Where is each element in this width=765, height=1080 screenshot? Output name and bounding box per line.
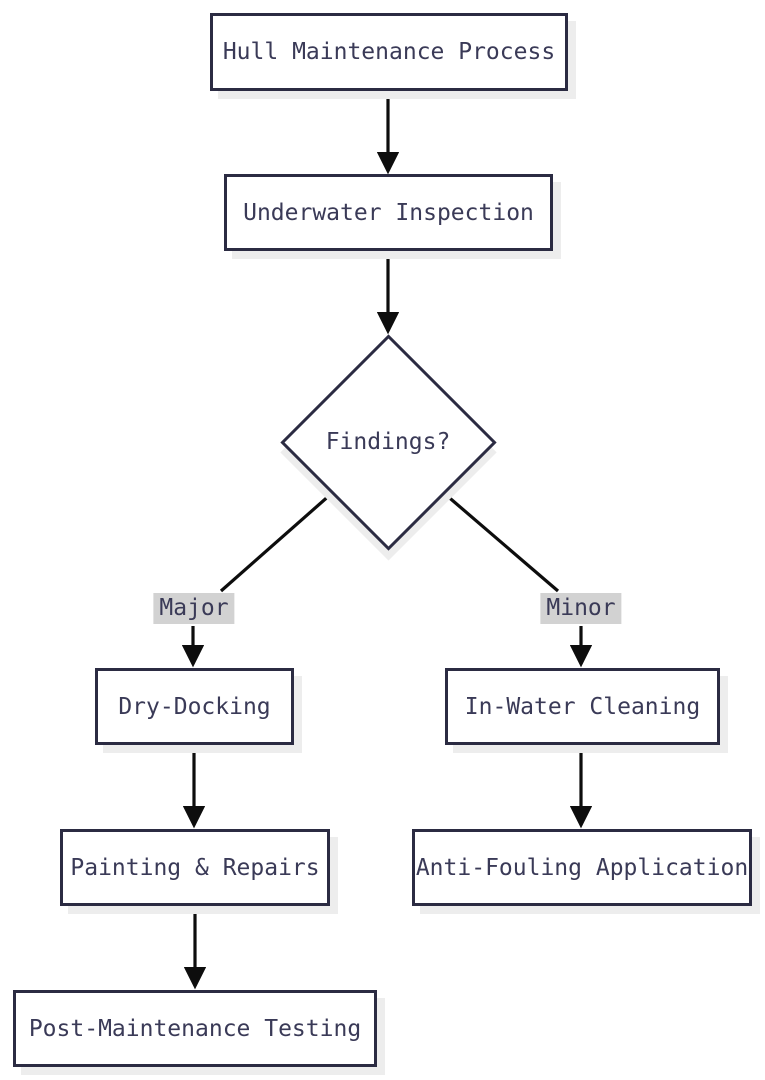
- node-underwater-inspection: Underwater Inspection: [224, 174, 553, 251]
- node-label: Post-Maintenance Testing: [28, 1015, 362, 1042]
- node-label: Painting & Repairs: [70, 854, 320, 881]
- edge-label-text: Major: [159, 595, 229, 621]
- node-label: Anti-Fouling Application: [415, 854, 749, 881]
- node-label: In-Water Cleaning: [464, 693, 701, 720]
- node-anti-fouling-application: Anti-Fouling Application: [412, 829, 752, 906]
- node-dry-docking: Dry-Docking: [95, 668, 294, 745]
- edge-label-major: Major: [153, 593, 235, 624]
- node-in-water-cleaning: In-Water Cleaning: [445, 668, 720, 745]
- node-hull-maintenance-process: Hull Maintenance Process: [210, 13, 568, 91]
- node-label: Underwater Inspection: [243, 199, 534, 226]
- node-label: Hull Maintenance Process: [222, 39, 556, 65]
- edge-label-text: Minor: [546, 595, 616, 621]
- edge-findings-to-major-label: [219, 492, 333, 593]
- node-label: Findings?: [325, 429, 451, 455]
- edge-findings-to-minor-label: [443, 492, 560, 593]
- node-painting-repairs: Painting & Repairs: [60, 829, 330, 906]
- node-label: Dry-Docking: [118, 693, 271, 720]
- decision-label-findings: Findings?: [288, 422, 488, 462]
- node-post-maintenance-testing: Post-Maintenance Testing: [13, 990, 377, 1067]
- edge-label-minor: Minor: [540, 593, 622, 624]
